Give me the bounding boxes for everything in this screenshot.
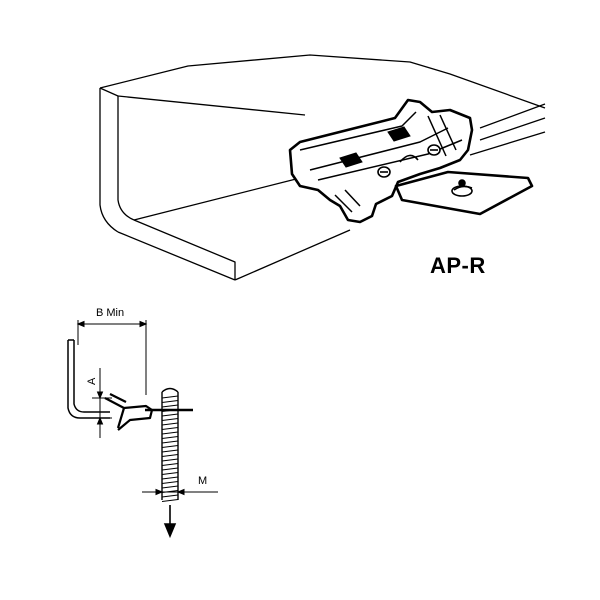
thread-mark [161,480,179,485]
thread-mark [161,458,179,462]
thread-mark [161,467,179,471]
thread-mark [161,476,179,480]
thread-mark [161,494,179,498]
thread-mark [161,422,179,426]
dimension-b-min [76,320,148,395]
thread-mark [161,413,179,417]
thread-mark [161,453,179,458]
thread-mark [161,462,179,467]
thread-mark [161,498,179,503]
thread-mark [161,444,179,449]
dimension-a [92,368,112,438]
section-angle [67,339,110,419]
m-label: M [198,475,207,487]
b-min-label: B Min [96,307,124,319]
threaded-rod [145,387,193,500]
thread-mark [161,431,179,435]
thread-mark [161,404,179,408]
thread-mark [161,395,179,399]
thread-mark [161,449,179,453]
a-label: A [86,377,98,385]
thread-mark [161,440,179,444]
clip-slots [339,126,411,168]
model-label: AP-R [430,253,486,278]
load-arrow [163,505,177,539]
thread-mark [161,408,179,413]
thread-mark [161,471,179,476]
tab-hole [451,179,473,197]
clip-holes [377,144,441,178]
dimension-m [142,480,218,500]
thread-mark [161,435,179,440]
thread-mark [161,485,179,489]
thread-mark [161,417,179,422]
section-clip [104,393,154,431]
thread-mark [161,399,179,404]
clip-body [288,98,474,224]
thread-mark [161,426,179,431]
rod-thread-marks [161,395,179,503]
